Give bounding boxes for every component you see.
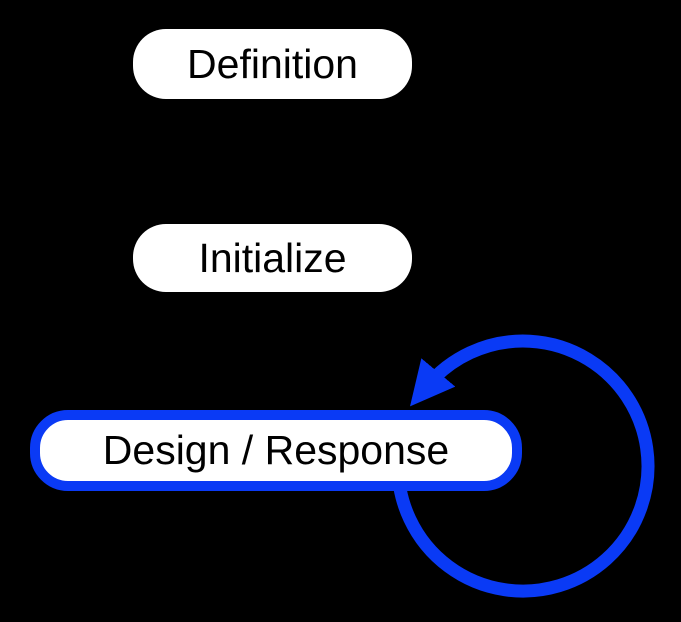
- node-design-response-label: Design / Response: [102, 427, 450, 473]
- node-definition: Definition: [133, 29, 412, 99]
- node-design-response: Design / Response: [30, 410, 522, 491]
- node-initialize: Initialize: [133, 224, 412, 292]
- node-initialize-label: Initialize: [198, 234, 347, 281]
- node-definition-label: Definition: [187, 40, 358, 87]
